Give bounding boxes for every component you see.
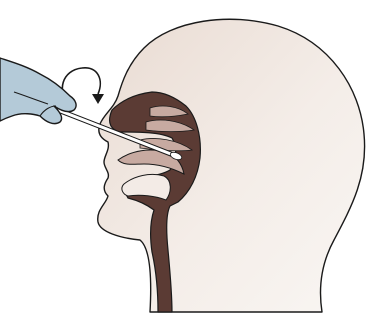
- head-profile: [98, 19, 365, 312]
- rotation-arrowhead: [92, 94, 104, 104]
